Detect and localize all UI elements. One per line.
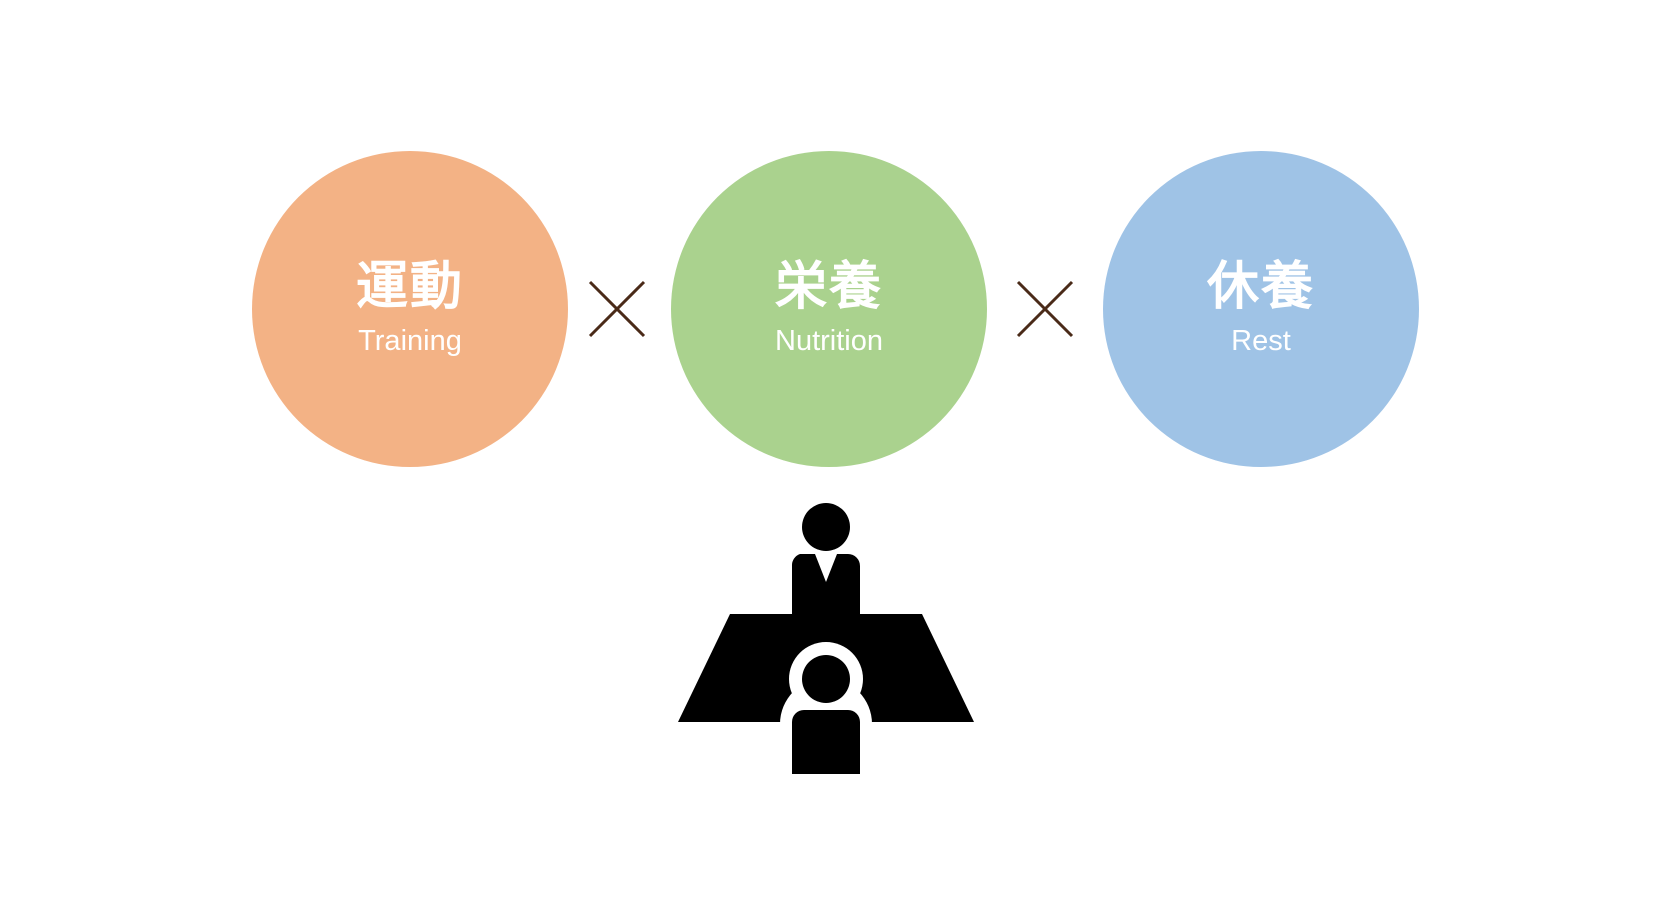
rest-label: Rest <box>1231 325 1291 357</box>
multiply-icon <box>1016 280 1074 338</box>
client-head <box>802 655 850 703</box>
nutrition-circle: 栄養 Nutrition <box>671 151 987 467</box>
training-label: Training <box>358 325 462 357</box>
rest-kanji: 休養 <box>1206 257 1315 317</box>
nutrition-kanji: 栄養 <box>774 257 883 317</box>
rest-circle: 休養 Rest <box>1103 151 1419 467</box>
training-kanji: 運動 <box>355 257 464 317</box>
client-body <box>792 710 860 774</box>
multiply-icon <box>588 280 646 338</box>
counselor-head <box>802 503 850 551</box>
training-circle: 運動 Training <box>252 151 568 467</box>
table <box>678 614 974 722</box>
counselor-body <box>791 554 860 640</box>
nutrition-label: Nutrition <box>775 325 883 357</box>
